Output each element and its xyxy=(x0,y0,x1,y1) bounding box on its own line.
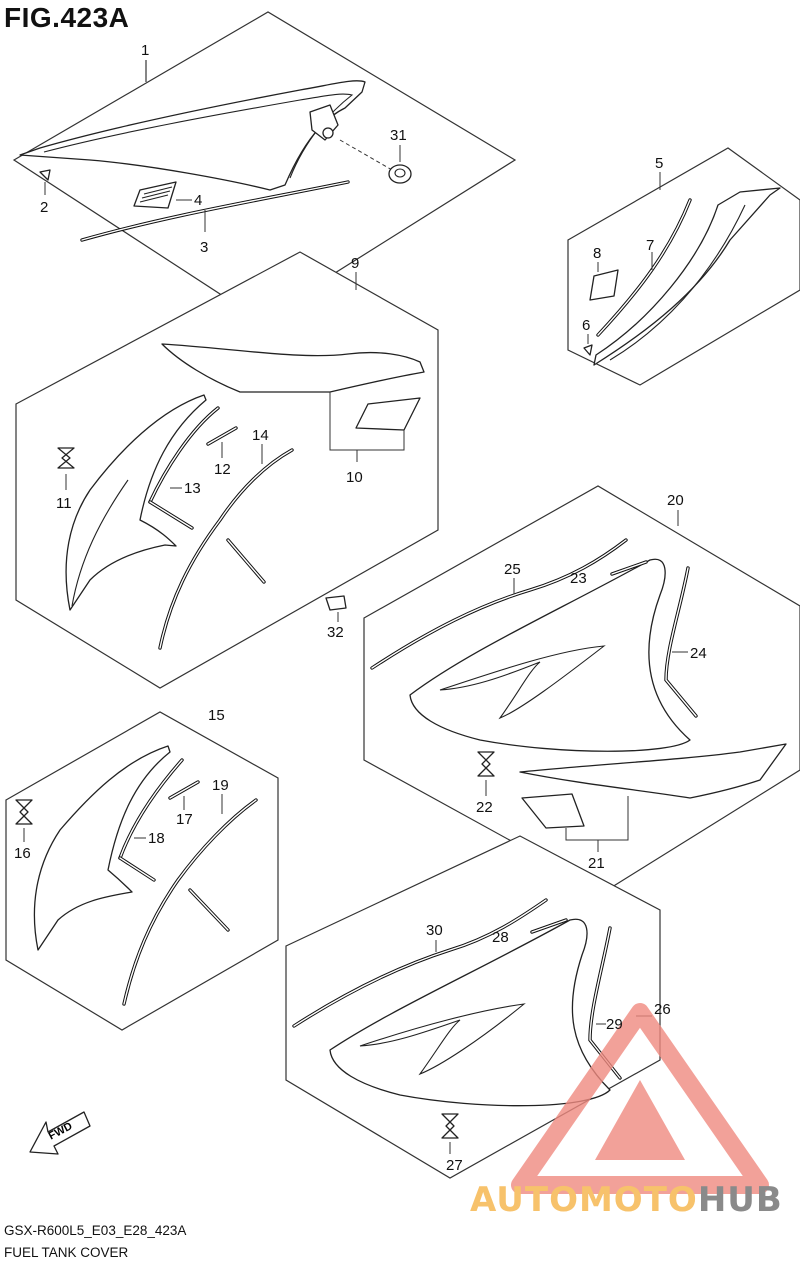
callout-7: 7 xyxy=(646,237,654,254)
fwd-arrow-icon: FWD xyxy=(29,1111,91,1155)
part-26-tank-decal xyxy=(329,918,611,1107)
callout-32: 32 xyxy=(327,624,344,641)
panel-group-5-frame xyxy=(567,147,800,386)
callout-15: 15 xyxy=(208,707,225,724)
figure-title: FIG.423A xyxy=(4,2,130,33)
callout-23: 23 xyxy=(570,570,587,587)
callout-30: 30 xyxy=(426,922,443,939)
part-4-hatch xyxy=(139,186,173,203)
bracket-icon xyxy=(309,104,339,141)
callout-19: 19 xyxy=(212,777,229,794)
suzuki-logo-icon xyxy=(441,1113,459,1139)
panel-group-20 xyxy=(363,485,800,893)
part-5-side-trim xyxy=(593,187,781,366)
leader-21 xyxy=(565,796,629,841)
callout-24: 24 xyxy=(690,645,707,662)
callout-10: 10 xyxy=(346,469,363,486)
watermark-text: AUTOMOTOHUB xyxy=(470,1180,783,1220)
leader-10 xyxy=(329,392,405,451)
panel-group-26 xyxy=(285,835,661,1179)
part-8-plate xyxy=(589,269,619,301)
callout-6: 6 xyxy=(582,317,590,334)
callout-5: 5 xyxy=(655,155,663,172)
callout-3: 3 xyxy=(200,239,208,256)
watermark-part1: AUTOMOTO xyxy=(470,1180,698,1220)
watermark-triangle-icon xyxy=(511,1003,769,1194)
callout-8: 8 xyxy=(593,245,601,262)
panel-group-5 xyxy=(567,147,800,386)
model-code: GSX-R600L5_E03_E28_423A xyxy=(4,1223,187,1238)
panel-group-1 xyxy=(12,11,517,321)
callout-12: 12 xyxy=(214,461,231,478)
callout-2: 2 xyxy=(40,199,48,216)
callout-20: 20 xyxy=(667,492,684,509)
callout-29: 29 xyxy=(606,1016,623,1033)
callout-31: 31 xyxy=(390,127,407,144)
callout-13: 13 xyxy=(184,480,201,497)
suzuki-logo-icon xyxy=(15,799,33,825)
figure-footer: GSX-R600L5_E03_E28_423A FUEL TANK COVER xyxy=(4,1220,186,1264)
callout-28: 28 xyxy=(492,929,509,946)
callout-16: 16 xyxy=(14,845,31,862)
callout-17: 17 xyxy=(176,811,193,828)
suzuki-logo-icon xyxy=(57,447,75,469)
panel-group-9 xyxy=(15,251,439,689)
callout-21: 21 xyxy=(588,855,605,872)
callout-27: 27 xyxy=(446,1157,463,1174)
part-6-clip xyxy=(583,344,593,356)
callout-14: 14 xyxy=(252,427,269,444)
callout-25: 25 xyxy=(504,561,521,578)
part-21-decal-wing xyxy=(519,743,787,799)
callout-1: 1 xyxy=(141,42,149,59)
callout-26: 26 xyxy=(654,1001,671,1018)
section-name: FUEL TANK COVER xyxy=(4,1245,129,1260)
part-15-side-decal xyxy=(33,745,171,951)
watermark-part2: HUB xyxy=(697,1180,783,1220)
part-20-tank-decal xyxy=(409,558,691,752)
callout-11: 11 xyxy=(56,495,72,512)
callout-18: 18 xyxy=(148,830,165,847)
part-10-decal-wing xyxy=(161,343,425,393)
part-31-grommet xyxy=(388,164,412,184)
callout-4: 4 xyxy=(194,192,202,209)
callout-9: 9 xyxy=(351,255,359,272)
guide-31 xyxy=(339,139,393,171)
part-32-clip xyxy=(325,595,347,611)
suzuki-logo-icon xyxy=(477,751,495,777)
part-1-tank-cover-top xyxy=(19,80,366,191)
panel-group-15 xyxy=(5,711,279,1031)
part-2-clip xyxy=(39,169,51,181)
callout-labels: 1 2 3 4 31 5 7 8 6 9 10 11 12 13 14 32 2… xyxy=(14,42,707,1174)
part-9-side-decal xyxy=(65,394,207,611)
part-21-decal-small xyxy=(521,793,585,829)
callout-22: 22 xyxy=(476,799,493,816)
